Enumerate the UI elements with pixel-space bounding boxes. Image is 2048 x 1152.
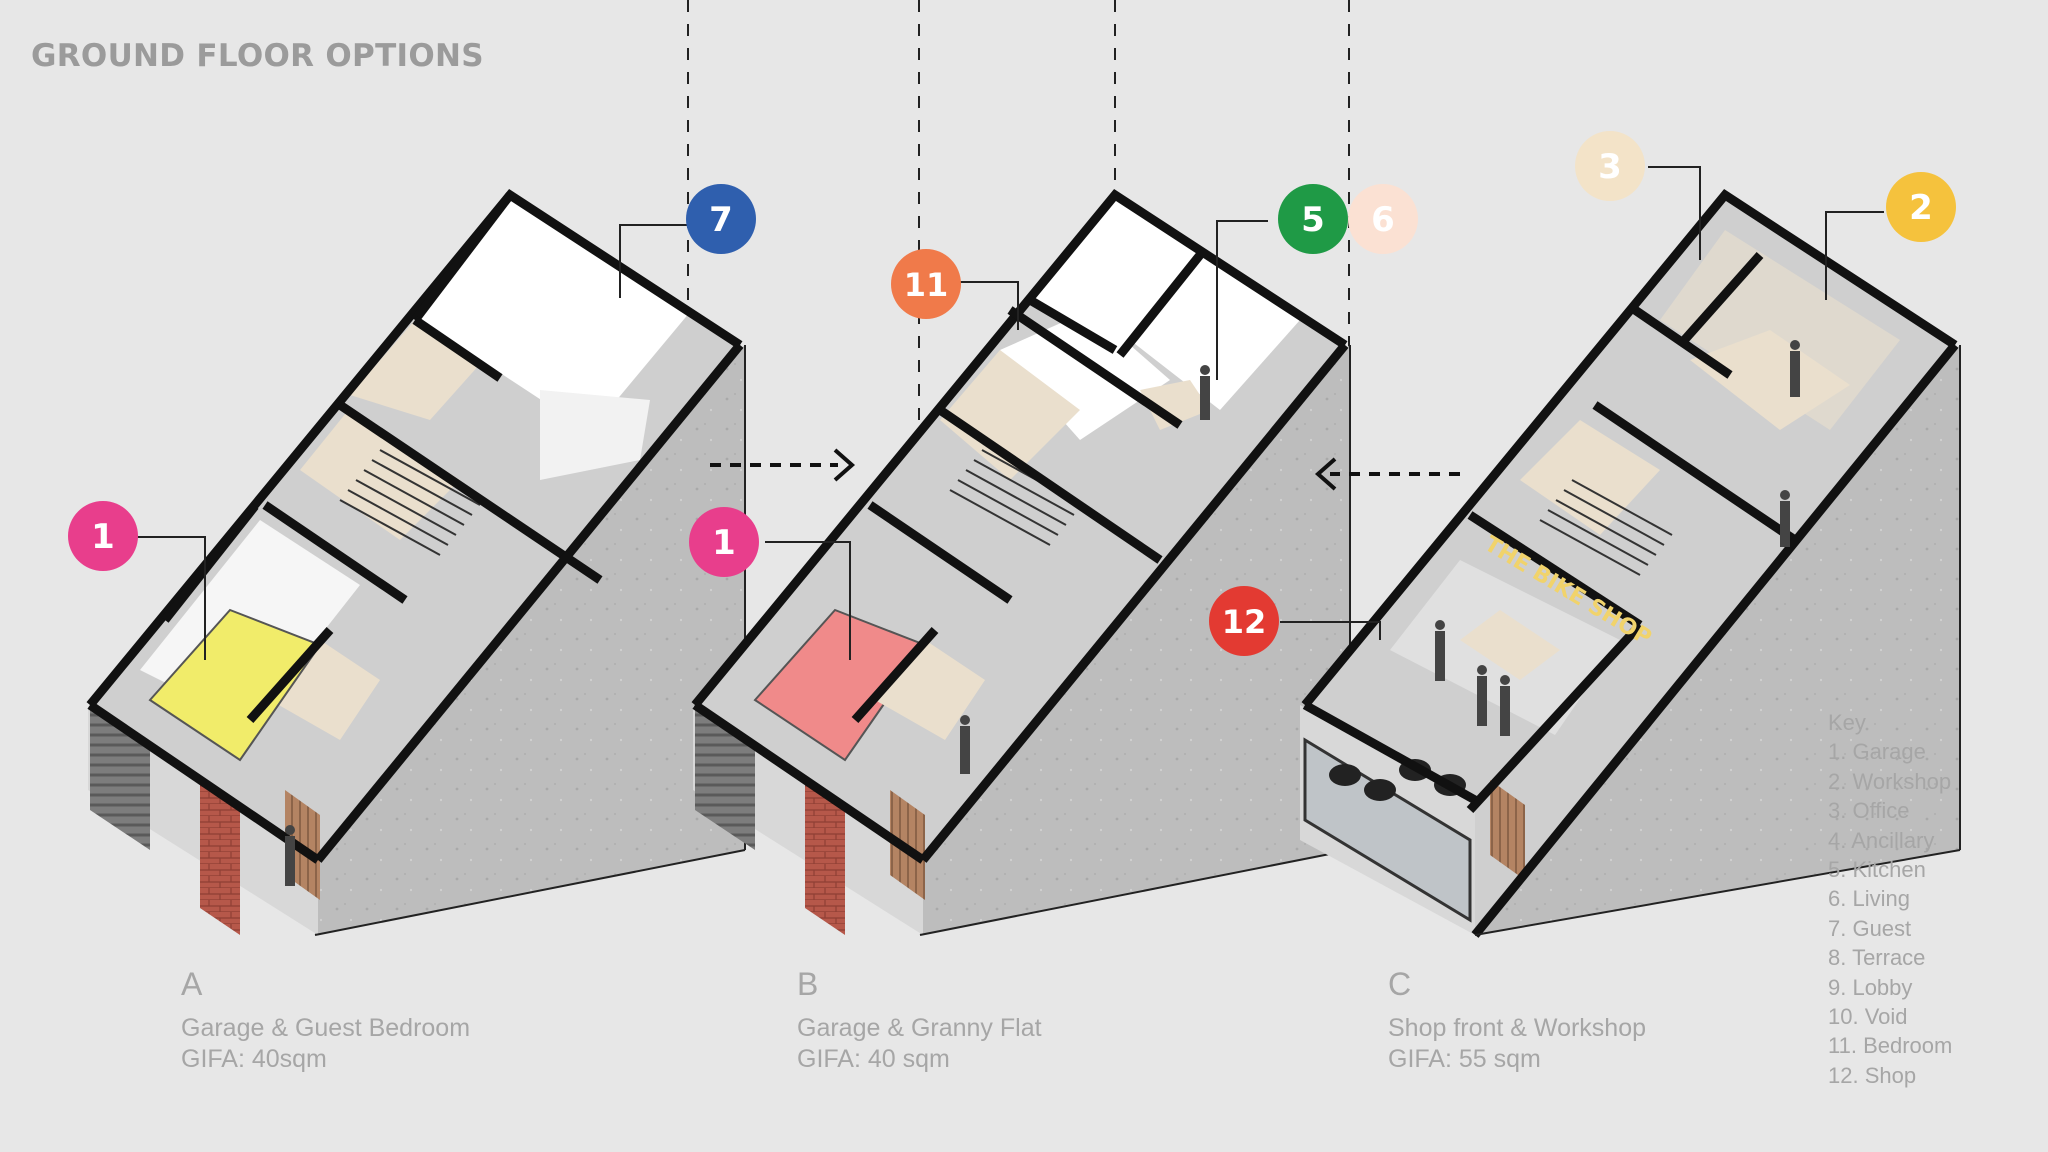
arrow-a-to-b xyxy=(710,448,856,482)
axonometric-plan-a xyxy=(86,189,746,936)
key-item: 8. Terrace xyxy=(1828,945,1926,971)
option-b-name: Garage & Granny Flat xyxy=(797,1014,1042,1042)
option-a-name: Garage & Guest Bedroom xyxy=(181,1014,471,1042)
svg-text:11: 11 xyxy=(904,266,949,304)
option-b-letter: B xyxy=(797,966,819,1002)
marker-b-bedroom: 11 xyxy=(891,249,961,319)
marker-a-guest: 7 xyxy=(686,184,756,254)
key-item: 10. Void xyxy=(1828,1004,1908,1030)
svg-text:6: 6 xyxy=(1371,200,1395,240)
arrow-c-to-b xyxy=(1314,457,1460,491)
svg-text:1: 1 xyxy=(91,517,115,557)
marker-b-living: 6 xyxy=(1348,184,1418,254)
key-item: 6. Living xyxy=(1828,886,1910,912)
svg-text:2: 2 xyxy=(1909,188,1933,228)
key-legend: Key 1. Garage 2. Workshop 3. Office 4. A… xyxy=(1828,708,1952,1090)
marker-leaders xyxy=(130,166,1884,660)
key-item: 1. Garage xyxy=(1828,739,1926,765)
key-title: Key xyxy=(1828,710,1866,735)
page-title: GROUND FLOOR OPTIONS xyxy=(31,38,484,74)
option-c-name: Shop front & Workshop xyxy=(1388,1014,1647,1042)
key-item: 12. Shop xyxy=(1828,1062,1917,1088)
svg-text:3: 3 xyxy=(1598,147,1622,187)
marker-b-garage: 1 xyxy=(689,507,759,577)
marker-c-office: 3 xyxy=(1575,131,1645,201)
key-item: 9. Lobby xyxy=(1828,974,1913,1000)
key-item: 7. Guest xyxy=(1828,915,1912,941)
key-item: 4. Ancillary xyxy=(1828,827,1935,853)
option-c-area: GIFA: 55 sqm xyxy=(1388,1045,1541,1073)
key-item: 3. Office xyxy=(1828,798,1910,824)
key-item: 5. Kitchen xyxy=(1828,857,1926,883)
axonometric-plan-b xyxy=(691,189,1351,936)
svg-text:1: 1 xyxy=(712,523,736,563)
svg-text:12: 12 xyxy=(1222,603,1267,641)
svg-text:5: 5 xyxy=(1301,200,1325,240)
marker-c-shop: 12 xyxy=(1209,586,1279,656)
option-c-letter: C xyxy=(1388,966,1412,1002)
key-item: 11. Bedroom xyxy=(1828,1033,1953,1059)
marker-b-kitchen: 5 xyxy=(1278,184,1348,254)
option-b-area: GIFA: 40 sqm xyxy=(797,1045,950,1073)
axonometric-plan-c: THE BIKE SHOP xyxy=(1300,189,1961,938)
option-a-letter: A xyxy=(181,966,203,1002)
svg-text:7: 7 xyxy=(709,200,733,240)
option-a-area: GIFA: 40sqm xyxy=(181,1045,327,1073)
marker-a-garage: 1 xyxy=(68,501,138,571)
marker-c-workshop: 2 xyxy=(1886,172,1956,242)
key-item: 2. Workshop xyxy=(1828,768,1952,794)
